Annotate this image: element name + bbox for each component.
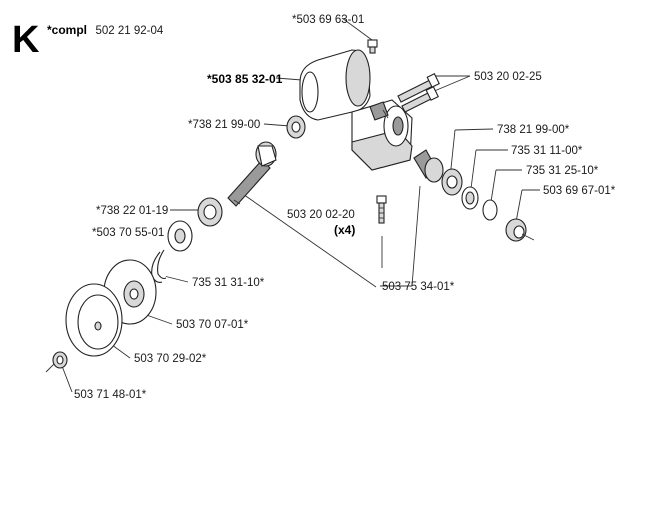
label-503-75-34-01: 503 75 34-01* [382,281,455,293]
label-503-20-02-20-qty: (x4) [334,223,355,237]
gear-housing [299,49,413,171]
bearing-left [286,115,306,139]
cap-right [505,218,535,242]
bolt-top [367,39,378,54]
compl-number: 502 21 92-04 [95,25,163,37]
circlip-right [461,186,479,210]
label-735-31-11-00: 735 31 11-00* [511,145,583,157]
label-738-21-99-00-right: 738 21 99-00* [497,124,570,136]
label-503-70-55-01: *503 70 55-01 [92,227,164,239]
label-503-69-67-01: 503 69 67-01* [543,185,616,197]
washer-spline [167,220,193,252]
screw-small [376,195,387,224]
section-letter: K [12,19,40,61]
label-503-69-63-01: *503 69 63-01 [292,14,364,26]
label-738-21-99-00-left: *738 21 99-00 [188,119,260,131]
label-735-31-31-10: 735 31 31-10* [192,277,265,289]
circlip-right-2 [482,199,498,221]
support-cup [65,283,123,357]
bolts-pair [397,73,440,113]
leader-lines [61,17,540,393]
bearing-right [441,168,463,196]
label-503-71-48-01: 503 71 48-01* [74,389,147,401]
label-503-20-02-25: 503 20 02-25 [474,71,542,83]
blade-nut [45,351,68,373]
compl-label: *compl 502 21 92-04 [47,21,164,38]
label-503-70-07-01: 503 70 07-01* [176,319,249,331]
gear-shaft [227,141,277,207]
label-503-70-29-02: 503 70 29-02* [134,353,207,365]
label-738-22-01-19: *738 22 01-19 [96,205,168,217]
compl-prefix: *compl [47,23,87,37]
bevel-gear-right [413,149,444,183]
label-503-20-02-20: 503 20 02-20 [287,209,355,221]
label-503-85-32-01: *503 85 32-01 [207,72,283,86]
label-735-31-25-10: 735 31 25-10* [526,165,599,177]
bearing-shaft [197,197,223,227]
